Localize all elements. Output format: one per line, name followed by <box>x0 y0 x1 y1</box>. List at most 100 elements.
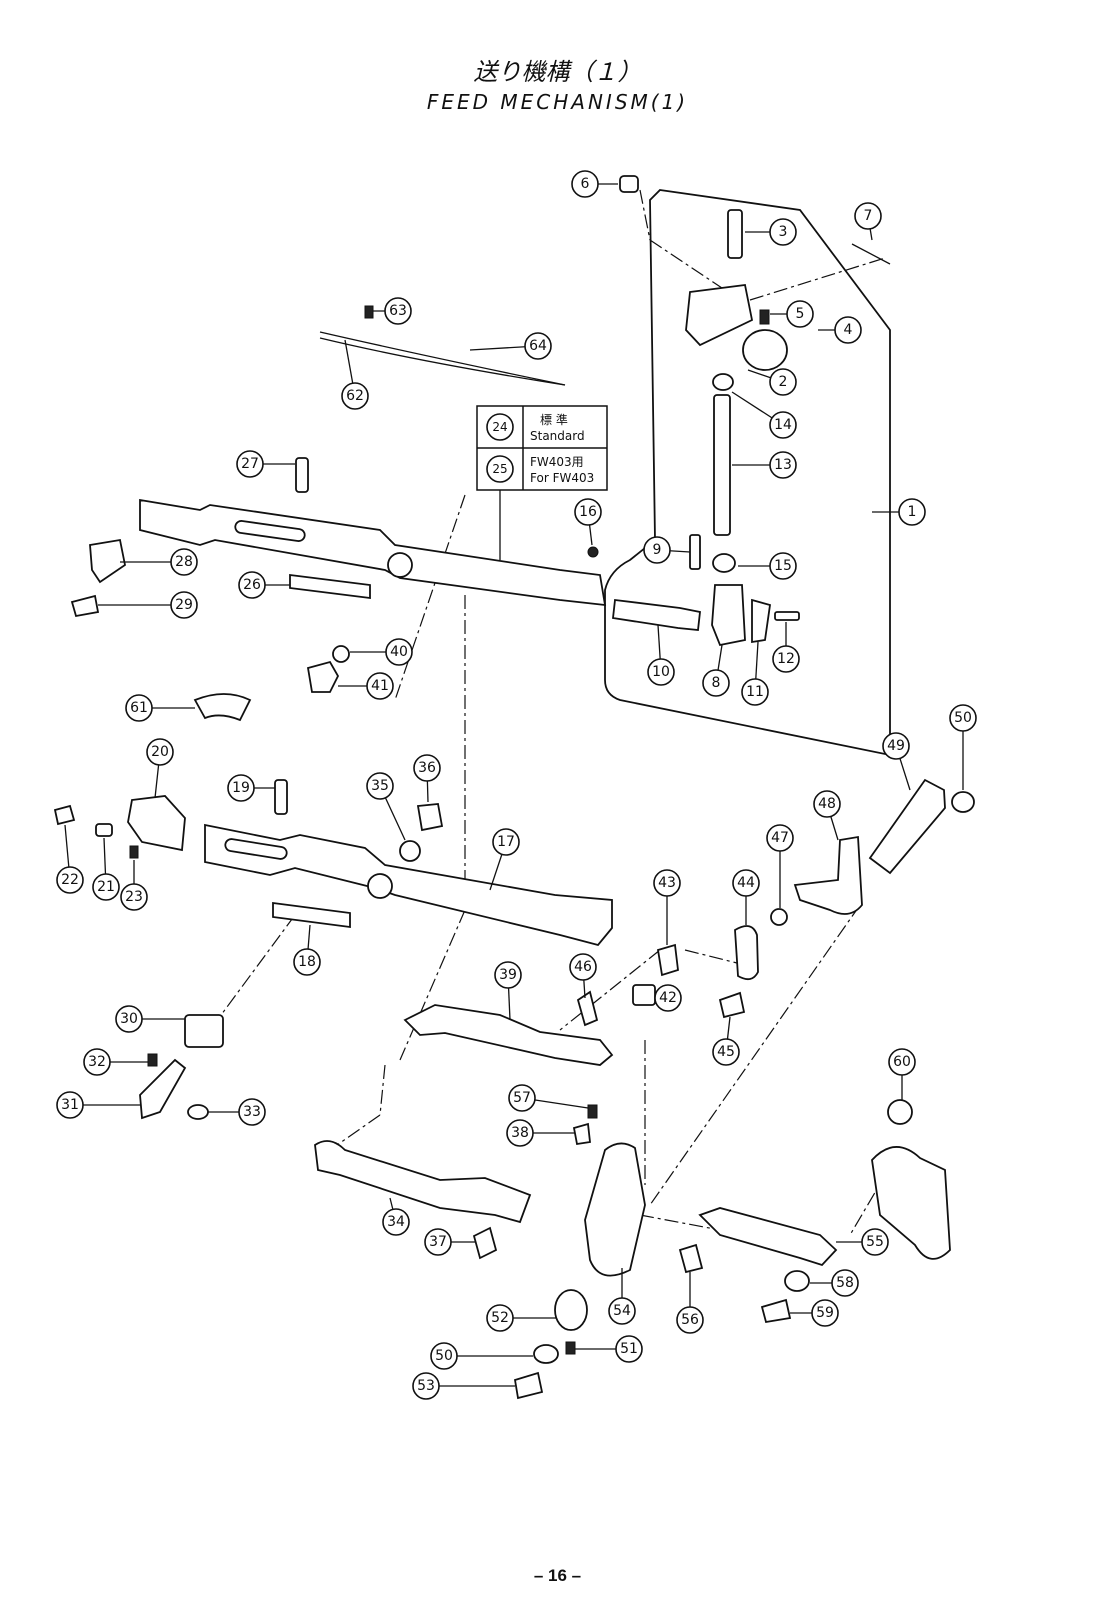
callout-number-52: 52 <box>491 1310 509 1326</box>
callout-circle-46 <box>569 953 597 981</box>
callout-number-15: 15 <box>774 558 792 574</box>
part-30-block <box>184 1014 224 1048</box>
part-47-crank <box>793 835 863 915</box>
part-39-lever <box>403 1004 614 1066</box>
callout-circle-47 <box>766 824 794 852</box>
part-50-ring-upper <box>951 791 975 813</box>
variant-row-1-label-en: Standard <box>530 429 585 443</box>
callout-circle-9 <box>643 536 671 564</box>
centerline-j <box>684 949 746 966</box>
centerline-m <box>639 189 651 241</box>
callout-circle-36 <box>413 754 441 782</box>
callout-number-28: 28 <box>175 554 193 570</box>
part-31-stud <box>139 1058 187 1120</box>
assembly-group-frame <box>604 189 891 757</box>
callout-circle-23 <box>120 883 148 911</box>
callout-circle-30 <box>115 1005 143 1033</box>
feed-bar-upper-block <box>289 573 371 600</box>
centerline-a <box>394 494 466 701</box>
callout-number-29: 29 <box>175 597 193 613</box>
callout-28: 28 <box>170 548 198 576</box>
callout-circle-18 <box>293 948 321 976</box>
callout-circle-10 <box>647 658 675 686</box>
part-6-cap <box>619 175 639 193</box>
part-60-nut <box>887 1099 913 1125</box>
callout-circle-35 <box>366 772 394 800</box>
callout-9: 9 <box>643 536 671 564</box>
part-33-ring <box>187 1104 209 1120</box>
variant-row-1-part: 24 <box>492 420 507 434</box>
callout-circle-29 <box>170 591 198 619</box>
callout-number-48: 48 <box>818 796 836 812</box>
part-4-collar <box>742 329 788 371</box>
callout-circle-2 <box>769 368 797 396</box>
callout-35: 35 <box>366 772 394 800</box>
callout-circle-62 <box>341 382 369 410</box>
callout-circle-39 <box>494 961 522 989</box>
part-35-washer <box>399 840 421 862</box>
page-number: – 16 – <box>533 1566 582 1585</box>
callout-number-13: 13 <box>774 457 792 473</box>
centerline-e <box>379 1064 386 1116</box>
part-55-link <box>698 1207 838 1267</box>
part-28-feed-dog <box>89 538 126 584</box>
centerline-c <box>399 909 466 1061</box>
part-38-screw <box>572 1122 591 1146</box>
callout-circle-4 <box>834 316 862 344</box>
callout-circle-3 <box>769 218 797 246</box>
callout-29: 29 <box>170 591 198 619</box>
callout-54: 54 <box>608 1297 636 1325</box>
part-11-bracket <box>751 598 772 644</box>
part-37-pin <box>472 1226 498 1260</box>
callout-circle-60 <box>888 1048 916 1076</box>
callout-59: 59 <box>811 1299 839 1327</box>
callout-56: 56 <box>676 1306 704 1334</box>
callout-circle-26 <box>238 571 266 599</box>
callout-number-60: 60 <box>893 1054 911 1070</box>
callout-4: 4 <box>834 316 862 344</box>
part-40-washer <box>332 645 350 663</box>
callout-circle-44 <box>732 869 760 897</box>
centerline-i <box>649 904 861 1206</box>
callout-circle-50 <box>430 1342 458 1370</box>
callout-48: 48 <box>813 790 841 818</box>
callout-number-59: 59 <box>816 1305 834 1321</box>
part-3-screw <box>727 209 743 259</box>
callout-number-50: 50 <box>435 1348 453 1364</box>
callout-circle-52 <box>486 1304 514 1332</box>
part-7-pin <box>851 243 891 265</box>
variant-row-2-label-jp: FW403用 <box>530 455 584 469</box>
callout-number-14: 14 <box>774 417 792 433</box>
callout-2: 2 <box>769 368 797 396</box>
page-title-japanese: 送り機構（１） <box>473 58 642 86</box>
callout-circle-12 <box>772 645 800 673</box>
callout-46: 46 <box>569 953 597 981</box>
callout-number-20: 20 <box>151 744 169 760</box>
part-61-cover <box>193 693 252 722</box>
callout-1: 1 <box>898 498 926 526</box>
callout-circle-11 <box>741 678 769 706</box>
callout-36: 36 <box>413 754 441 782</box>
callout-circle-32 <box>83 1048 111 1076</box>
callout-circle-63 <box>384 297 412 325</box>
part-2-clamp <box>685 284 754 347</box>
callout-number-54: 54 <box>613 1303 631 1319</box>
variant-table: 24 25 標 準 Standard FW403用 For FW403 <box>476 405 608 491</box>
callout-40: 40 <box>385 638 413 666</box>
callout-50: 50 <box>430 1342 458 1370</box>
callout-number-33: 33 <box>243 1104 261 1120</box>
callout-circle-22 <box>56 866 84 894</box>
callout-number-62: 62 <box>346 388 364 404</box>
part-32-setscrew <box>147 1053 158 1067</box>
callout-number-41: 41 <box>371 678 389 694</box>
part-23-setscrew <box>129 845 139 859</box>
part-41-knob <box>306 660 340 693</box>
callout-number-4: 4 <box>844 322 853 338</box>
callout-33: 33 <box>238 1098 266 1126</box>
part-12-screw <box>774 611 800 621</box>
callout-number-22: 22 <box>61 872 79 888</box>
part-64-wire <box>319 331 566 386</box>
callout-number-61: 61 <box>130 700 148 716</box>
callout-34: 34 <box>382 1208 410 1236</box>
